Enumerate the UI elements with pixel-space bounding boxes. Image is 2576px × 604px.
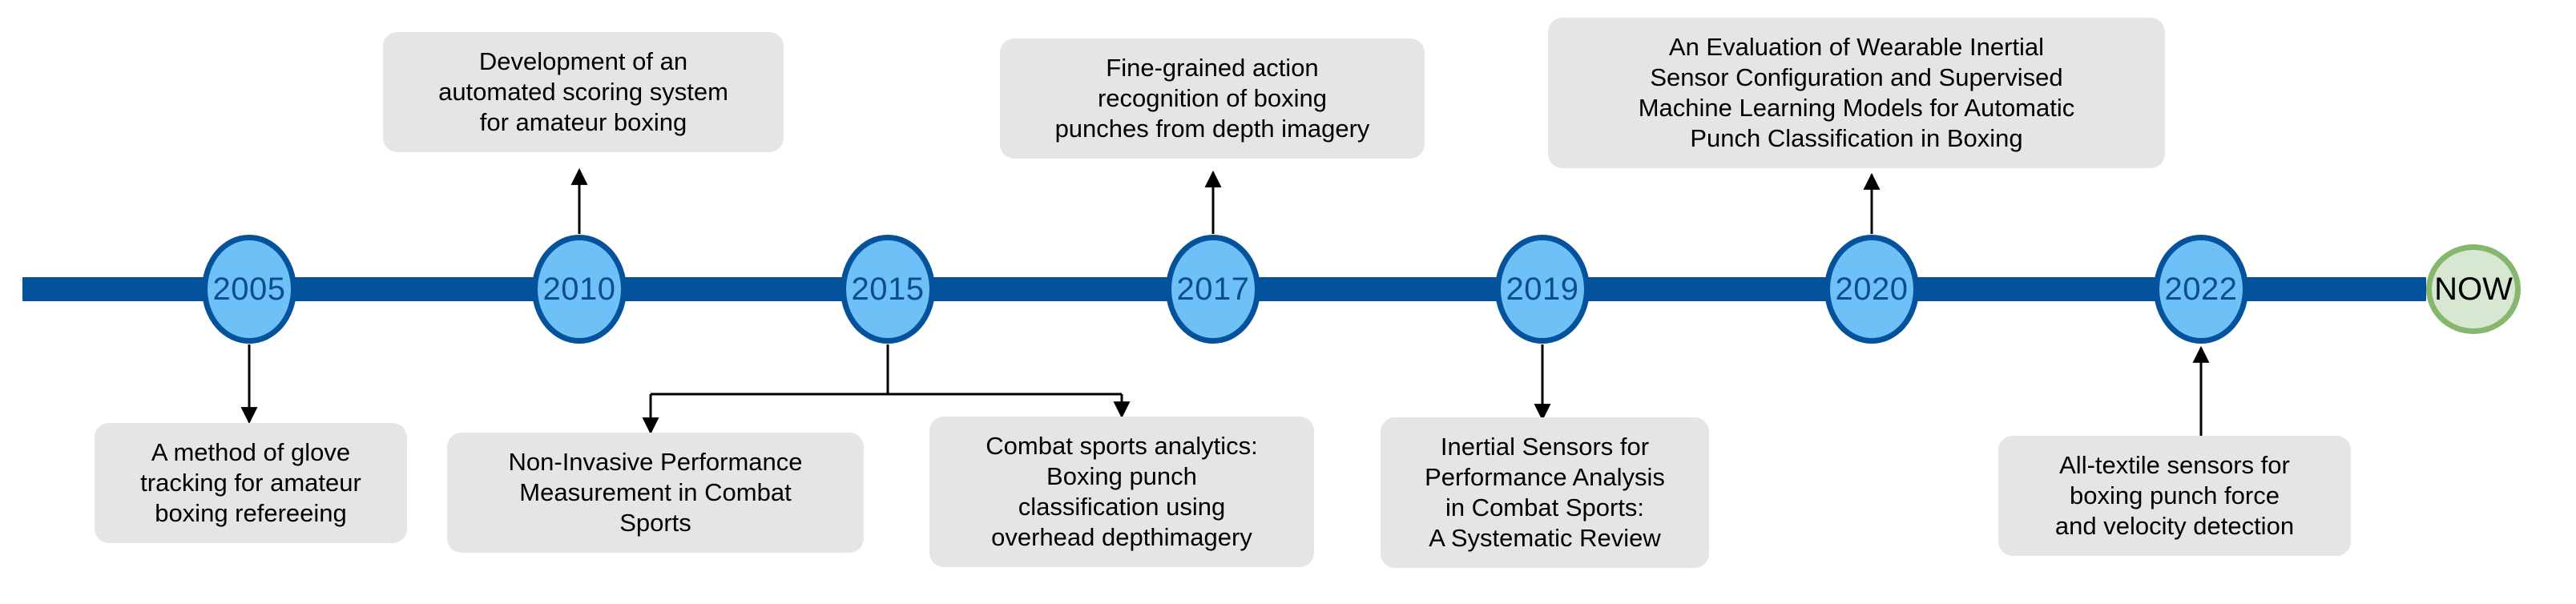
timeline-card-2019[interactable]: Inertial Sensors for Performance Analysi… <box>1381 417 1709 568</box>
timeline-card-text: Combat sports analytics: Boxing punch cl… <box>986 432 1258 551</box>
timeline-node-label: 2017 <box>1176 271 1250 307</box>
timeline-node-2010[interactable]: 2010 <box>532 235 627 344</box>
timeline-node-label: 2015 <box>851 271 925 307</box>
timeline-card-2005[interactable]: A method of glove tracking for amateur b… <box>95 423 407 543</box>
timeline-node-2019[interactable]: 2019 <box>1495 235 1590 344</box>
timeline-node-2015[interactable]: 2015 <box>841 235 935 344</box>
timeline-card-text: Inertial Sensors for Performance Analysi… <box>1425 433 1665 552</box>
timeline-card-2017[interactable]: Fine-grained action recognition of boxin… <box>1000 38 1425 159</box>
timeline-node-2005[interactable]: 2005 <box>202 235 296 344</box>
timeline-node-2022[interactable]: 2022 <box>2154 235 2248 344</box>
timeline-card-2020[interactable]: An Evaluation of Wearable Inertial Senso… <box>1548 18 2165 168</box>
timeline-node-2020[interactable]: 2020 <box>1824 235 1919 344</box>
timeline-node-label: NOW <box>2434 271 2513 307</box>
timeline-card-text: An Evaluation of Wearable Inertial Senso… <box>1638 33 2075 152</box>
timeline-card-text: All-textile sensors for boxing punch for… <box>2054 451 2295 540</box>
timeline-node-label: 2022 <box>2164 271 2238 307</box>
timeline-node-2017[interactable]: 2017 <box>1166 235 1260 344</box>
timeline-node-now[interactable]: NOW <box>2426 244 2521 334</box>
timeline-card-2015-left[interactable]: Non-Invasive Performance Measurement in … <box>447 433 864 553</box>
timeline-node-label: 2020 <box>1835 271 1909 307</box>
timeline-card-2022[interactable]: All-textile sensors for boxing punch for… <box>1998 436 2351 556</box>
timeline-node-label: 2010 <box>542 271 616 307</box>
timeline-card-text: Development of an automated scoring syst… <box>438 47 728 136</box>
timeline-card-text: Non-Invasive Performance Measurement in … <box>508 448 803 537</box>
timeline-node-label: 2019 <box>1506 271 1579 307</box>
timeline-card-2015-right[interactable]: Combat sports analytics: Boxing punch cl… <box>929 417 1314 567</box>
timeline-card-text: Fine-grained action recognition of boxin… <box>1054 54 1370 143</box>
timeline-node-label: 2005 <box>212 271 286 307</box>
timeline-card-2010[interactable]: Development of an automated scoring syst… <box>383 32 784 152</box>
timeline-card-text: A method of glove tracking for amateur b… <box>140 438 361 527</box>
